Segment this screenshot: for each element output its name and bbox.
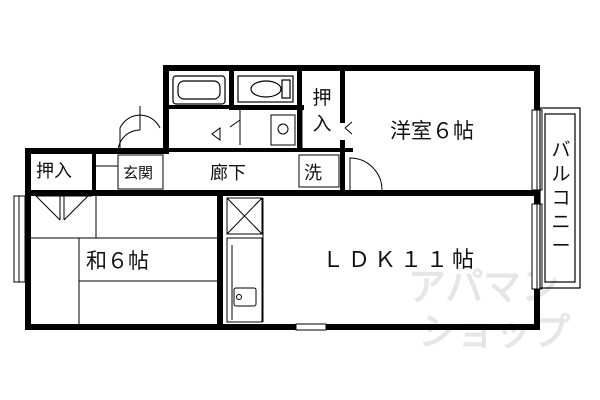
left-window: [13, 195, 26, 283]
bathtub: [172, 75, 226, 105]
entrance-door: [119, 114, 161, 148]
western-room-door: [349, 157, 383, 191]
right-windows: [531, 109, 543, 290]
closet-top-vertical-text: 押入: [312, 87, 331, 135]
japanese-room-details: [31, 195, 217, 324]
western-room-label: 洋室６帖: [390, 119, 474, 143]
washroom-fixtures: [211, 110, 296, 146]
balcony-label: バルコニー: [551, 139, 570, 257]
watermark-logo: アパマン ショップ: [408, 265, 570, 354]
watermark-line2: ショップ: [418, 310, 570, 354]
japanese-room-label: 和６帖: [86, 249, 149, 273]
ldk-label: ＬＤＫ１１帖: [322, 248, 478, 273]
balcony: [539, 107, 581, 289]
corridor-label: 廊下: [210, 163, 246, 184]
ldk-bottom-window: [295, 323, 327, 331]
balcony-vertical-text: バルコニー: [551, 139, 570, 257]
closet-left-label: 押入: [36, 161, 72, 182]
entrance-area: [96, 106, 164, 190]
closet-top-label: 押入: [312, 87, 331, 135]
exterior-walls: [25, 65, 540, 330]
washroom-area: [298, 154, 340, 188]
entrance-label: 玄関: [123, 164, 153, 182]
toilet-icon: [237, 75, 294, 103]
kitchen-counter: [226, 197, 264, 323]
washroom-label: 洗: [304, 163, 322, 184]
closet-top-doors: [301, 110, 353, 148]
